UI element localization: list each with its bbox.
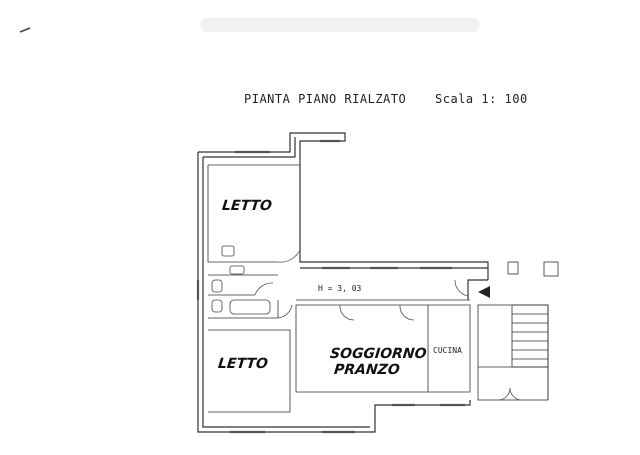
entrance-arrow	[478, 286, 490, 298]
bathroom-fixtures	[211, 245, 271, 315]
washbasin	[221, 245, 235, 257]
room-label-letto-top: LETTO	[221, 198, 273, 214]
pen-mark	[19, 27, 31, 33]
scan-smudge	[200, 18, 480, 32]
room-label-letto-bottom: LETTO	[217, 356, 269, 372]
bidet	[211, 299, 223, 313]
toilet	[211, 279, 223, 293]
staircase	[477, 261, 559, 401]
plan-title: PIANTA PIANO RIALZATO	[244, 92, 407, 106]
room-label-pranzo: PRANZO	[333, 362, 401, 378]
doors	[254, 249, 523, 401]
scale-label: Scala 1: 100	[435, 92, 528, 106]
interior-walls	[207, 164, 471, 413]
room-label-cucina: CUCINA	[433, 346, 462, 355]
sink	[229, 265, 245, 275]
bathtub	[229, 299, 271, 315]
ceiling-height-label: H = 3, 03	[318, 284, 362, 293]
outer-walls	[197, 132, 489, 433]
room-label-soggiorno: SOGGIORNO	[329, 346, 428, 362]
windows	[196, 139, 465, 434]
